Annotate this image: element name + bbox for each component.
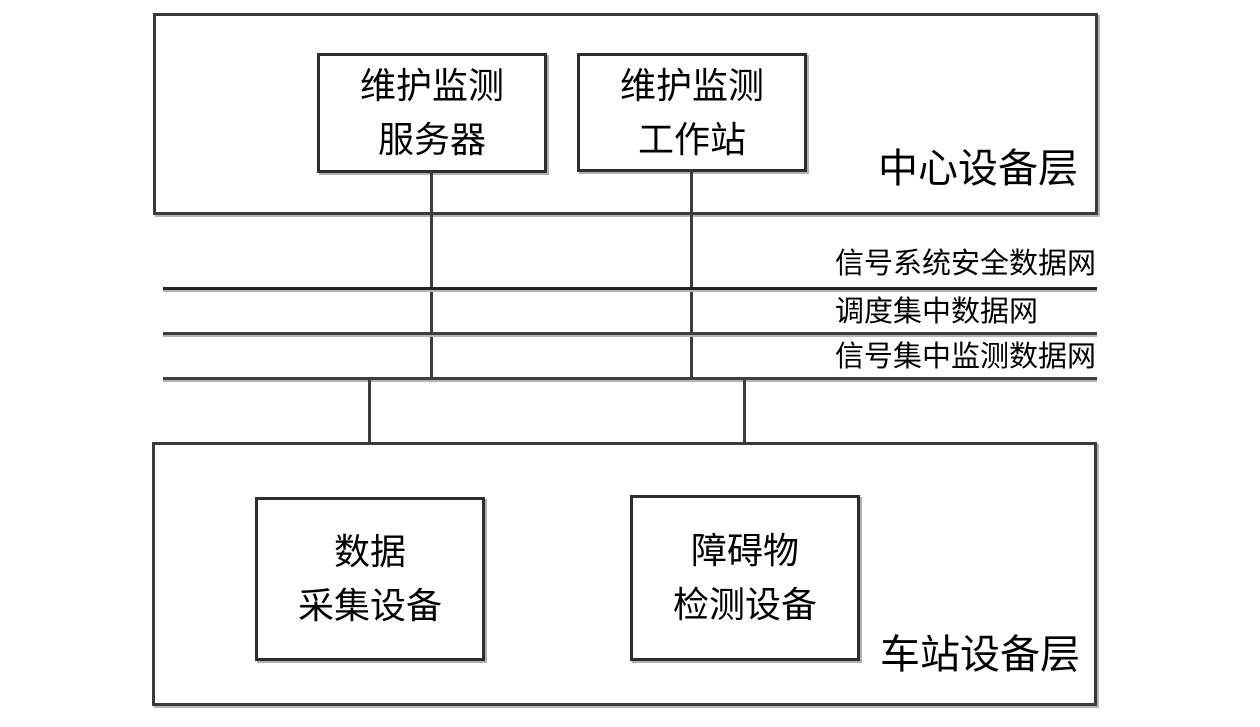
network-label-signal-centralized-monitoring: 信号集中监测数据网	[835, 341, 1097, 373]
center-equipment-layer-label: 中心设备层	[878, 146, 1078, 191]
connector-network-to-data-collection	[368, 379, 371, 499]
node-label-line: 服务器	[377, 120, 486, 160]
node-label-line: 工作站	[637, 119, 746, 160]
network-label-signal-system-safety: 信号系统安全数据网	[835, 248, 1097, 280]
node-label-line: 采集设备	[297, 586, 442, 626]
network-line-signal-system-safety	[163, 287, 1097, 290]
node-obstacle-detection-equipment: 障碍物 检测设备	[630, 495, 860, 661]
node-data-collection-equipment: 数据 采集设备	[255, 497, 485, 661]
node-label-line: 检测设备	[672, 585, 817, 625]
network-line-signal-centralized-monitoring	[163, 377, 1097, 380]
node-label-line: 障碍物	[690, 531, 799, 571]
node-label-line: 维护监测	[359, 66, 504, 106]
node-maintenance-monitoring-workstation: 维护监测 工作站	[577, 53, 807, 172]
network-label-dispatch-centralized: 调度集中数据网	[835, 296, 1039, 328]
node-label-line: 维护监测	[619, 65, 764, 106]
station-equipment-layer-label: 车站设备层	[880, 632, 1080, 677]
node-maintenance-monitoring-server: 维护监测 服务器	[317, 53, 547, 173]
network-line-dispatch-centralized	[163, 332, 1097, 335]
connector-server-to-network	[430, 171, 433, 380]
connector-network-to-obstacle-detection	[743, 379, 746, 497]
node-label-line: 数据	[333, 532, 406, 572]
connector-workstation-to-network	[690, 169, 693, 380]
